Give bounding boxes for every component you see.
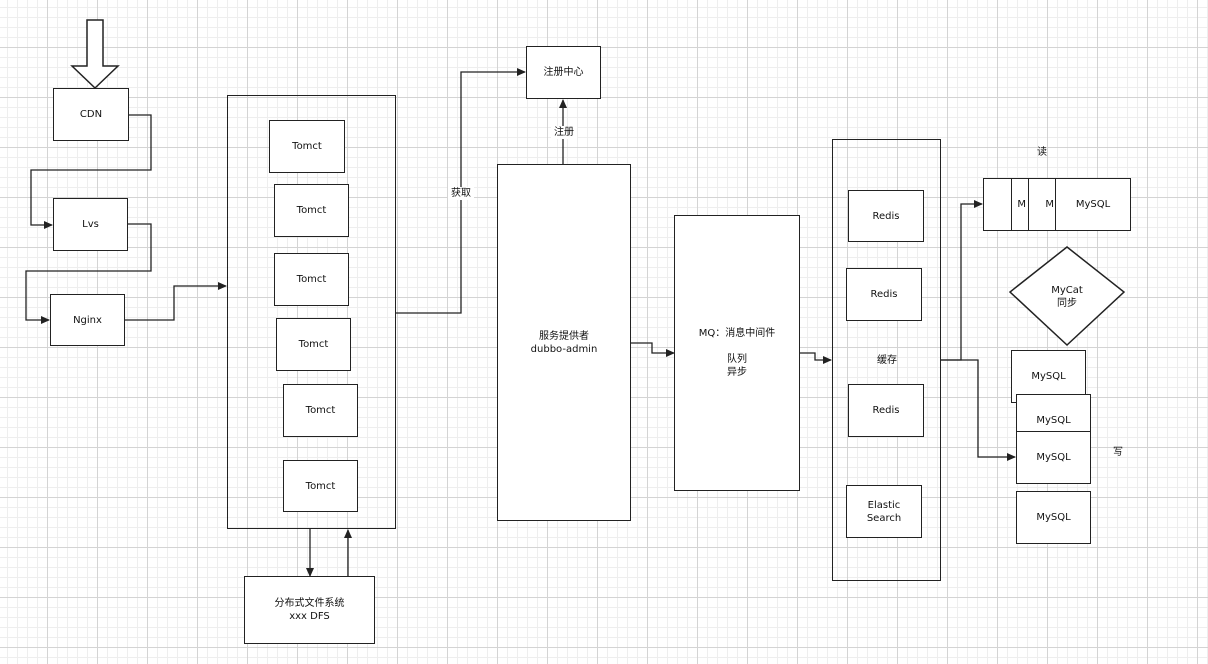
tomcat-box-6: Tomct xyxy=(283,460,358,512)
provider-label: 服务提供者 dubbo-admin xyxy=(530,330,598,355)
tomcat-label: Tomct xyxy=(305,405,336,416)
lvs-label: Lvs xyxy=(82,219,99,230)
redis-label: Redis xyxy=(872,405,900,416)
registry-label: 注册中心 xyxy=(543,67,584,78)
tomcat-label: Tomct xyxy=(296,205,327,216)
write-label: 写 xyxy=(1113,447,1123,458)
tomcat-label: Tomct xyxy=(305,480,336,492)
connector-cache-write xyxy=(941,359,1016,461)
dfs-label: 分布式文件系统 xxx DFS xyxy=(274,598,345,622)
tomcat-box-2: Tomct xyxy=(274,184,349,237)
mysql-write-label: MySQL xyxy=(1031,371,1066,382)
mq-box: MQ：消息中间件 队列 异步 xyxy=(674,215,800,491)
mysql-read-label: M xyxy=(1045,199,1054,210)
cdn-label: CDN xyxy=(79,109,103,120)
dfs-box: 分布式文件系统 xxx DFS xyxy=(244,576,375,644)
nginx-box: Nginx xyxy=(50,294,125,346)
connector-lvs-nginx xyxy=(25,223,152,324)
connector-mq-cache xyxy=(799,352,832,364)
mysql-read-box-3: MySQL xyxy=(1055,178,1131,231)
redis-label: Redis xyxy=(870,289,898,300)
cdn-box: CDN xyxy=(53,88,129,141)
connector-cache-read xyxy=(941,200,983,361)
tomcat-label: Tomct xyxy=(292,141,322,152)
entry-arrow xyxy=(70,19,120,90)
mysql-write-label: MySQL xyxy=(1036,415,1071,426)
mysql-write-label: MySQL xyxy=(1036,452,1071,463)
tomcat-box-4: Tomct xyxy=(276,318,351,371)
mysql-read-box-1: M xyxy=(983,178,1029,231)
nginx-label: Nginx xyxy=(73,314,102,326)
redis-box-2: Redis xyxy=(846,268,922,321)
mycat-label: MyCat 同步 xyxy=(1048,284,1086,310)
fetch-label: 获取 xyxy=(448,187,474,200)
cache-cluster xyxy=(832,139,941,581)
mysql-write-label: MySQL xyxy=(1036,512,1071,523)
connector-provider-mq xyxy=(630,342,675,357)
lvs-box: Lvs xyxy=(53,198,128,251)
mysql-read-label: MySQL xyxy=(1075,199,1111,210)
tomcat-box-5: Tomct xyxy=(283,384,358,437)
provider-box: 服务提供者 dubbo-admin xyxy=(497,164,631,521)
redis-box-3: Redis xyxy=(848,384,924,437)
mysql-write-box-3: MySQL xyxy=(1016,431,1091,484)
register-label: 注册 xyxy=(551,126,577,139)
elastic-search-label: Elastic Search xyxy=(866,499,902,524)
mysql-read-box-2: M xyxy=(1011,178,1057,231)
registry-box: 注册中心 xyxy=(526,46,601,99)
connector-nginx-cluster xyxy=(125,282,227,321)
cache-label: 缓存 xyxy=(877,355,897,366)
redis-label: Redis xyxy=(872,210,900,222)
tomcat-box-1: Tomct xyxy=(269,120,345,173)
read-label: 读 xyxy=(1037,147,1047,158)
mq-label: MQ：消息中间件 队列 异步 xyxy=(698,328,776,378)
elastic-search-box: Elastic Search xyxy=(846,485,922,538)
redis-box-1: Redis xyxy=(848,190,924,242)
mysql-write-box-4: MySQL xyxy=(1016,491,1091,544)
tomcat-cluster xyxy=(227,95,396,529)
connector-cdn-lvs xyxy=(30,114,152,229)
mysql-read-label: M xyxy=(1017,199,1026,210)
tomcat-label: Tomct xyxy=(296,274,327,285)
tomcat-box-3: Tomct xyxy=(274,253,349,306)
tomcat-label: Tomct xyxy=(298,339,329,350)
